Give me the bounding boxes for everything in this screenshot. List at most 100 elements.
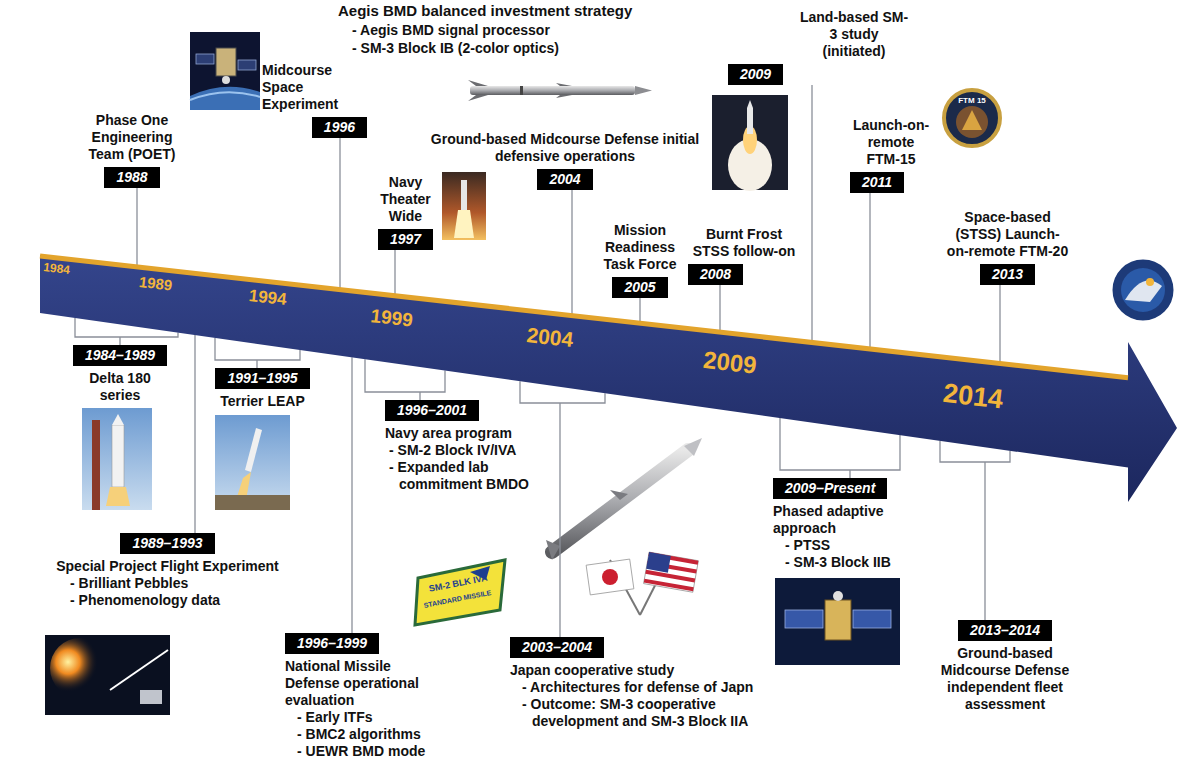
- leader-line: [639, 298, 640, 322]
- event-title: Phase One Engineering Team (POET): [84, 112, 180, 163]
- timeline-event: 2009–PresentPhased adaptive approach- PT…: [773, 478, 923, 571]
- timeline-event: 2011 Launch-on-remote FTM-15: [850, 117, 932, 193]
- bullet-text: - SM-2 Block IV/IVA: [385, 442, 535, 459]
- arrow-body: [40, 255, 1177, 502]
- year-tick: 1984: [42, 261, 70, 278]
- event-title: Japan cooperative study: [510, 662, 772, 679]
- bullet-text: - Early ITFs: [285, 709, 445, 726]
- satellite-photo: [190, 32, 260, 110]
- year-box: 2005: [612, 277, 667, 298]
- delta-rocket-photo: [82, 408, 152, 510]
- timeline-event: 1984–1989Delta 180 series: [60, 345, 180, 404]
- event-title: Special Project Flight Experiment: [40, 558, 295, 575]
- bullet-text: - Architectures for defense of Japn: [510, 679, 772, 696]
- leader-line: [520, 381, 605, 637]
- year-box: 1991–1995: [215, 368, 309, 389]
- leader-line: [999, 285, 1000, 363]
- year-box: 2009: [728, 64, 783, 85]
- annotation-label: FTM 15: [956, 96, 988, 105]
- year-tick: 2014: [942, 378, 1005, 416]
- leader-line: [940, 441, 1010, 620]
- timeline-event: 2003–2004Japan cooperative study- Archit…: [510, 637, 772, 730]
- timeline-event: 1989–1993Special Project Flight Experime…: [40, 533, 295, 609]
- year-tick: 2009: [702, 346, 758, 379]
- leader-line: [811, 85, 812, 341]
- event-title: National Missile Defense operational eva…: [285, 658, 445, 709]
- event-title: Ground-based Midcourse Defense initial d…: [430, 131, 700, 165]
- annotation-label: - Aegis BMD signal processor: [352, 22, 550, 38]
- missile-and-flags: [546, 438, 702, 615]
- bullet-text: - UEWR BMD mode: [285, 743, 445, 760]
- bullet-text: - BMC2 algorithms: [285, 726, 445, 743]
- event-title: Land-based SM-3 study (initiated): [798, 9, 910, 60]
- year-box: 1997: [378, 229, 433, 250]
- year-tick: 1989: [138, 273, 173, 294]
- year-tick: 2004: [525, 323, 574, 352]
- year-tick: 1994: [248, 286, 288, 310]
- bullet-text: - PTSS: [773, 537, 923, 554]
- leader-line: [351, 357, 352, 633]
- satellite-image: [775, 578, 900, 665]
- timeline-event: 1991–1995Terrier LEAP: [205, 368, 320, 410]
- year-box: 1984–1989: [73, 345, 167, 366]
- year-box: 1996–2001: [385, 400, 479, 421]
- arrow-stripe: [40, 256, 1128, 378]
- year-box: 2008: [688, 264, 743, 285]
- timeline-event: 1988 Phase One Engineering Team (POET): [84, 112, 180, 188]
- space-experiment-image: [45, 635, 170, 715]
- year-box: 1988: [104, 167, 159, 188]
- event-title: Launch-on-remote FTM-15: [850, 117, 932, 168]
- bullet-text: - SM-3 Block IIB: [773, 554, 923, 571]
- timeline-event: 2009 Land-based SM-3 study (initiated): [728, 9, 910, 85]
- year-box: 2003–2004: [510, 637, 604, 658]
- year-box: 2013: [980, 264, 1035, 285]
- timeline-event: 2008 Burnt Frost STSS follow-on: [688, 226, 800, 285]
- event-title: Phased adaptive approach: [773, 503, 923, 537]
- leader-line: [136, 188, 137, 266]
- timeline-event: 2004 Ground-based Midcourse Defense initi…: [430, 131, 700, 190]
- event-title: Midcourse Space Experiment: [262, 62, 367, 113]
- leader-line: [571, 190, 572, 315]
- bullet-text: - Phenomenology data: [40, 592, 295, 609]
- leader-line: [869, 193, 870, 348]
- leader-line: [719, 285, 720, 331]
- year-tick: 1999: [370, 305, 414, 331]
- leader-line: [339, 138, 340, 289]
- year-box: 2013–2014: [958, 620, 1052, 641]
- terrier-photo: [215, 415, 290, 510]
- event-title: Mission Readiness Task Force: [590, 222, 690, 273]
- year-box: 1989–1993: [120, 533, 214, 554]
- year-box: 1996–1999: [285, 633, 379, 654]
- event-title: Navy Theater Wide: [368, 174, 443, 225]
- ftm20-emblem: [1111, 258, 1175, 322]
- year-box: 2011: [850, 172, 904, 193]
- bullet-text: - Outcome: SM-3 cooperative development …: [510, 696, 772, 730]
- event-title: Space-based (STSS) Launch-on-remote FTM-…: [945, 209, 1070, 260]
- annotation-label: Aegis BMD balanced investment strategy: [338, 2, 632, 19]
- timeline-event: 1997 Navy Theater Wide: [368, 174, 443, 250]
- launch-photo: [442, 172, 486, 240]
- year-box: 2004: [537, 169, 592, 190]
- event-title: Delta 180 series: [78, 370, 162, 404]
- event-title: Navy area program: [385, 425, 535, 442]
- ftm15-emblem: [944, 90, 1000, 146]
- leader-line: [394, 250, 395, 295]
- timeline-event: 2013–2014Ground-based Midcourse Defense …: [925, 620, 1085, 713]
- event-title: Terrier LEAP: [205, 393, 320, 410]
- timeline-event: 1996–2001Navy area program- SM-2 Block I…: [385, 400, 535, 493]
- rocket-launch-photo: [712, 95, 788, 191]
- leader-line: [194, 335, 195, 533]
- sm2-patch: [415, 560, 505, 625]
- missile-image: [468, 80, 652, 101]
- timeline-event: 2005 Mission Readiness Task Force: [590, 222, 690, 298]
- timeline-event: 2013 Space-based (STSS) Launch-on-remote …: [945, 209, 1070, 285]
- timeline-event: 1996–1999National Missile Defense operat…: [285, 633, 445, 760]
- bullet-text: - Expanded lab commitment BMDO: [385, 459, 535, 493]
- year-box: 2009–Present: [773, 478, 887, 499]
- annotation-label: - SM-3 Block IB (2-color optics): [352, 40, 559, 56]
- event-title: Ground-based Midcourse Defense independe…: [925, 645, 1085, 713]
- timeline-event: 1996 Midcourse Space Experiment: [262, 62, 367, 138]
- year-box: 1996: [312, 117, 367, 138]
- bullet-text: - Brilliant Pebbles: [40, 575, 295, 592]
- event-title: Burnt Frost STSS follow-on: [688, 226, 800, 260]
